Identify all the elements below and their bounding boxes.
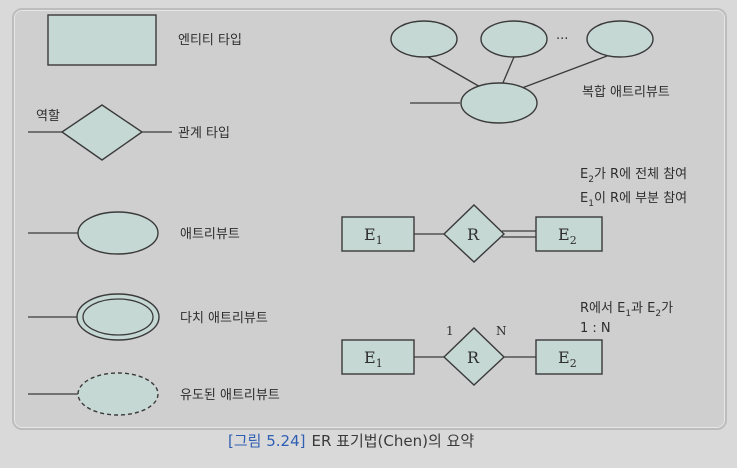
cardinality-e2-rect — [535, 339, 603, 375]
relationship-type-label: 관계 타입 — [178, 126, 230, 141]
multivalued-attribute-label: 다치 애트리뷰트 — [180, 311, 268, 326]
role-label: 역할 — [36, 109, 60, 124]
participation-e2-label: E2 — [558, 225, 577, 247]
cardinality-left-value: 1 — [446, 324, 454, 338]
composite-sub-ellipse-3 — [586, 20, 654, 58]
composite-ellipsis: ··· — [556, 32, 568, 47]
cardinality-note-line2: 1 : N — [580, 321, 611, 336]
composite-attribute-ellipse — [460, 82, 538, 124]
participation-e2-rect — [535, 216, 603, 252]
composite-link-2 — [501, 56, 515, 86]
derived-attribute-ellipse — [77, 372, 159, 416]
composite-sub-ellipse-2 — [480, 20, 548, 58]
attribute-ellipse — [77, 211, 159, 255]
composite-sub-ellipse-1 — [390, 20, 458, 58]
cardinality-e1-label: E1 — [364, 348, 383, 370]
multivalued-inner-ellipse — [82, 298, 154, 336]
entity-type-label: 엔티티 타입 — [178, 33, 242, 48]
participation-note-line2: E1이 R에 부분 참여 — [580, 191, 687, 209]
entity-type-rect — [47, 14, 157, 66]
participation-e1-label: E1 — [364, 225, 383, 247]
cardinality-e2-label: E2 — [558, 348, 577, 370]
composite-link-3 — [521, 55, 608, 89]
cardinality-right-value: N — [496, 324, 507, 338]
cardinality-note-line1: R에서 E1과 E2가 — [580, 301, 673, 319]
multivalued-outer-ellipse — [76, 293, 160, 341]
composite-attribute-label: 복합 애트리뷰트 — [582, 85, 670, 100]
attribute-label: 애트리뷰트 — [180, 227, 240, 242]
composite-link-1 — [427, 56, 483, 89]
cardinality-r-label: R — [467, 348, 480, 367]
participation-note-line1: E2가 R에 전체 참여 — [580, 167, 687, 185]
participation-r-label: R — [467, 225, 480, 244]
derived-attribute-label: 유도된 애트리뷰트 — [180, 388, 280, 403]
participation-r-diamond — [442, 204, 506, 263]
figure-caption: [그림 5.24]ER 표기법(Chen)의 요약 — [228, 432, 474, 450]
cardinality-e1-rect — [341, 339, 415, 375]
relationship-type-diamond — [60, 104, 144, 161]
